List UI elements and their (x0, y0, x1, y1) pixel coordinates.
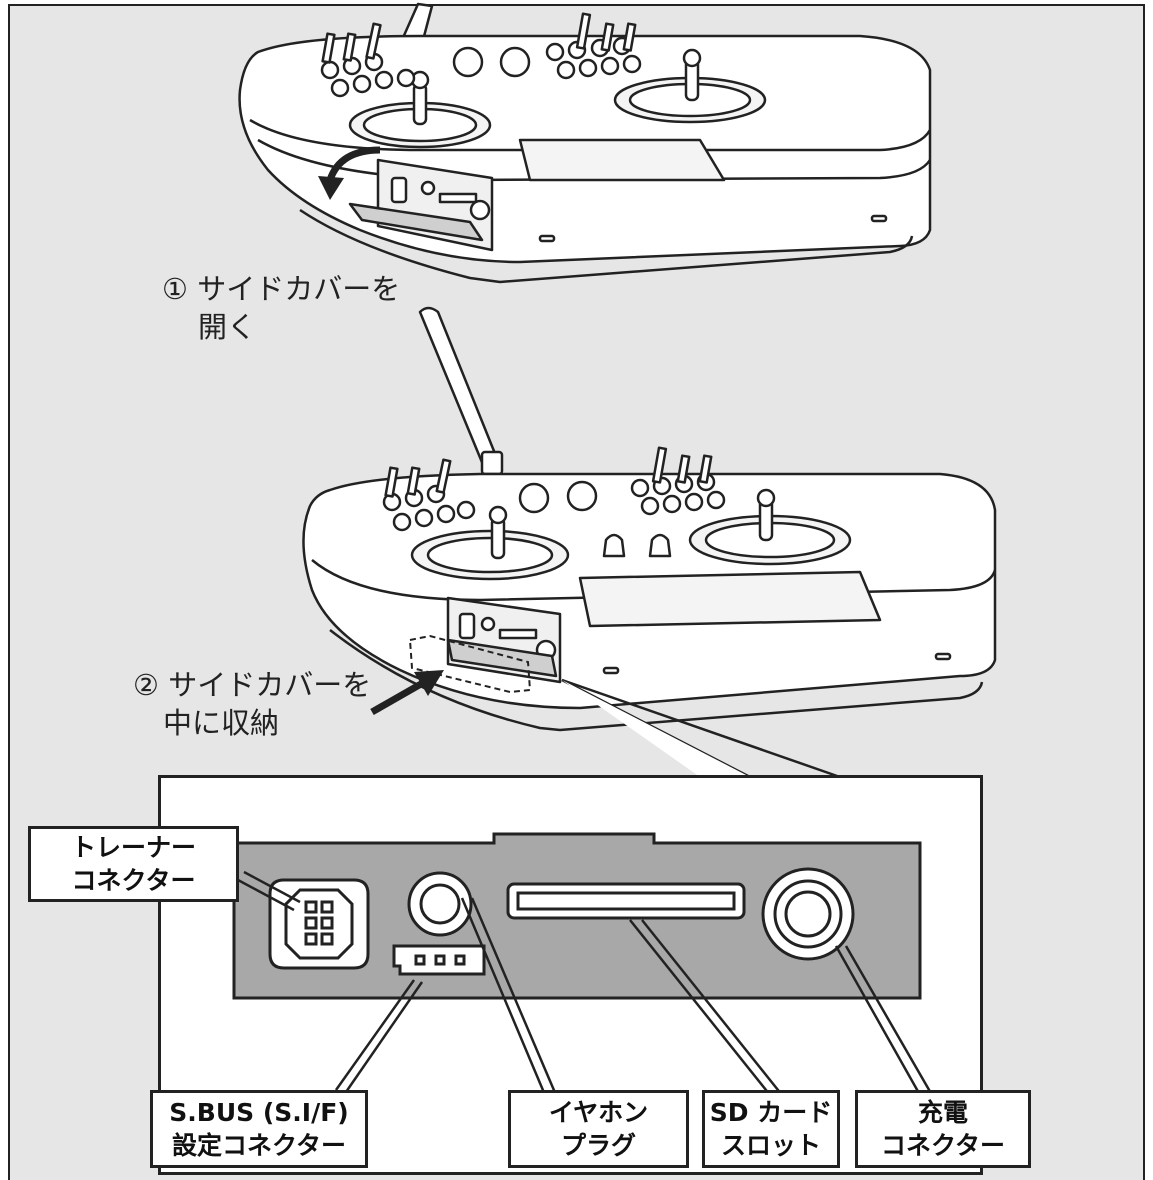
label-sd-card-slot: SD カード スロット (702, 1090, 840, 1168)
label-sd-line2: スロット (720, 1131, 821, 1160)
label-trainer-connector: トレーナー コネクター (28, 826, 239, 902)
step-2-line2: 中に収納 (163, 706, 280, 740)
label-earphone-line1: イヤホン (548, 1098, 649, 1127)
label-charge-line2: コネクター (880, 1131, 1005, 1160)
transmitter-bottom (302, 306, 997, 732)
label-charge-line1: 充電 (917, 1098, 968, 1127)
transmitter-top (238, 2, 932, 284)
sd-card-slot (506, 882, 746, 920)
step-1-line2: 開く (198, 310, 257, 344)
step-1-line1: ① サイドカバーを (162, 272, 401, 306)
trainer-connector (268, 878, 370, 970)
label-earphone-plug: イヤホン プラグ (508, 1090, 689, 1168)
sbus-connector (392, 944, 486, 976)
label-earphone-line2: プラグ (560, 1131, 636, 1160)
leader-lines (237, 870, 934, 1096)
step-2-caption: ② サイドカバーを 中に収納 (133, 666, 371, 742)
step-1-caption: ① サイドカバーを 開く (162, 270, 400, 346)
label-sd-line1: SD カード (709, 1098, 833, 1127)
label-sbus-line1: S.BUS (S.I/F) (169, 1098, 349, 1127)
step-2-line1: ② サイドカバーを (133, 668, 372, 702)
label-trainer-line2: コネクター (71, 866, 196, 895)
label-sbus-connector: S.BUS (S.I/F) 設定コネクター (150, 1090, 368, 1168)
earphone-jack (407, 871, 473, 937)
label-sbus-line2: 設定コネクター (171, 1131, 346, 1160)
label-trainer-line1: トレーナー (70, 833, 196, 862)
label-charge-connector: 充電 コネクター (855, 1090, 1031, 1168)
charge-connector (761, 867, 855, 961)
